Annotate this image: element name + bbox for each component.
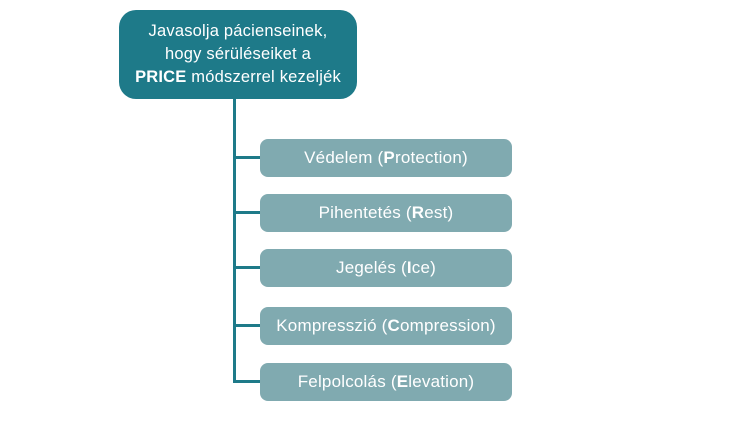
child-node-rest: Pihentetés (Rest) [260, 194, 512, 232]
child-node-ice: Jegelés (Ice) [260, 249, 512, 287]
connector-branch-elevation [234, 380, 260, 383]
root-line-3: PRICE módszerrel kezeljék [135, 66, 341, 89]
root-node-text: Javasolja pácienseinek, hogy sérüléseike… [135, 20, 341, 89]
child-label: Pihentetés (Rest) [318, 203, 454, 222]
root-line-1: Javasolja pácienseinek, [148, 22, 328, 40]
connector-branch-rest [234, 211, 260, 214]
child-label: Jegelés (Ice) [336, 258, 436, 277]
child-node-elevation: Felpolcolás (Elevation) [260, 363, 512, 401]
connector-trunk [233, 99, 236, 383]
root-line-2: hogy sérüléseiket a [165, 45, 311, 63]
child-label: Védelem (Protection) [304, 148, 468, 167]
child-label: Kompresszió (Compression) [276, 316, 496, 335]
price-acronym: PRICE [135, 68, 187, 86]
root-node: Javasolja pácienseinek, hogy sérüléseike… [119, 10, 357, 99]
connector-branch-ice [234, 266, 260, 269]
connector-branch-compression [234, 324, 260, 327]
child-node-compression: Kompresszió (Compression) [260, 307, 512, 345]
child-label: Felpolcolás (Elevation) [297, 372, 475, 391]
root-line-3-rest: módszerrel kezeljék [186, 68, 341, 86]
connector-branch-protection [234, 156, 260, 159]
child-node-protection: Védelem (Protection) [260, 139, 512, 177]
